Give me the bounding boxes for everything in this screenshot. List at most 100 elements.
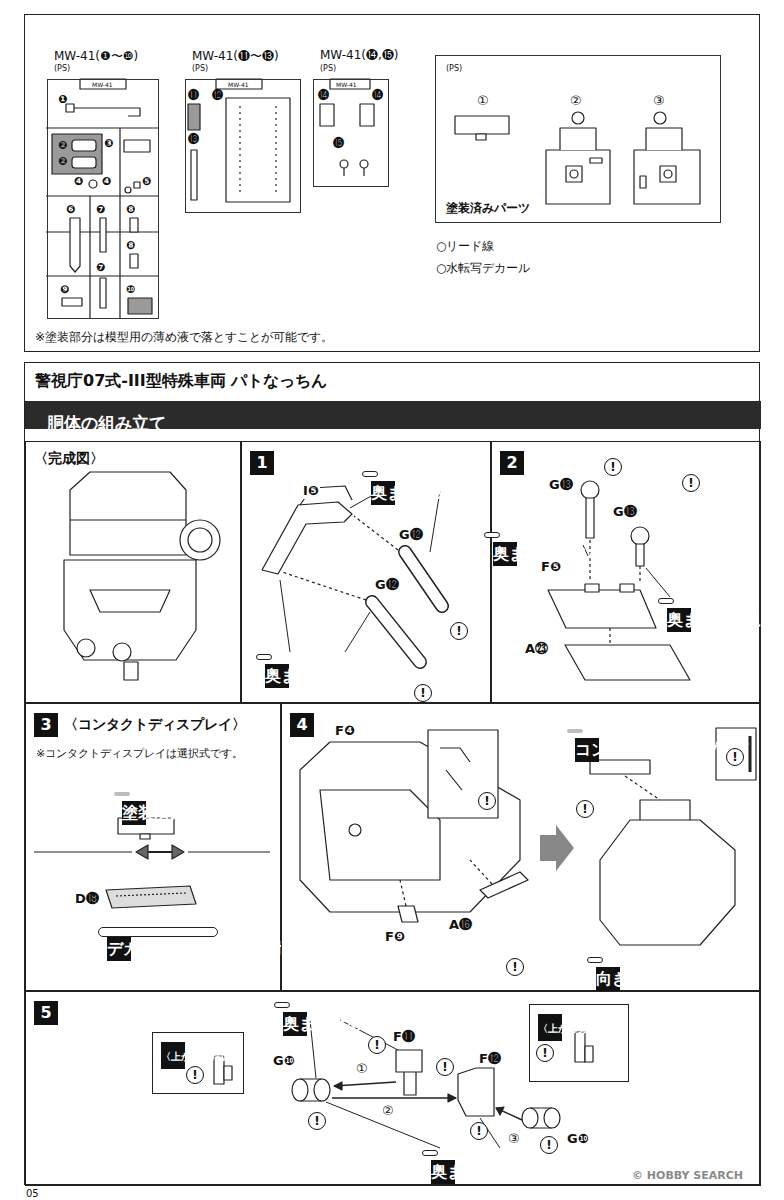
- part-number: ❻: [66, 204, 75, 217]
- node-heading: 塗装済みパーツ①: [122, 801, 146, 825]
- completed-panel: 〈完成図〉: [25, 441, 241, 703]
- part-number: ⓮: [318, 90, 329, 103]
- node-heading: 警視庁07式-III型特殊車両 パトなっちん: [35, 371, 327, 392]
- runner-tag: MW-41: [228, 82, 249, 89]
- part-number: ⓮: [372, 90, 383, 103]
- part-callout: A⓰: [448, 918, 473, 933]
- node-heading: 奥まではめこむ: [431, 1160, 455, 1184]
- part-callout: F⓫: [392, 1030, 416, 1045]
- step-panel: 4 コンタクトディスプレイ向きを変える: [281, 703, 761, 991]
- part-number: ❸: [104, 138, 113, 151]
- parts-list-frame: ※塗装部分は模型用の薄め液で落とすことが可能です。MW-41(❶〜❿)(PS)M…: [24, 14, 760, 352]
- node-heading: 向きを変える: [596, 967, 620, 991]
- part-callout: G⓬: [374, 578, 400, 593]
- part-callout: I❺: [302, 484, 320, 499]
- circled-number: ②: [382, 1104, 394, 1119]
- part-callout: G⓭: [548, 478, 574, 493]
- caution-mark: !: [682, 474, 700, 492]
- part-number: ❼: [96, 204, 105, 217]
- part-number: ⓬: [212, 90, 223, 103]
- part-number: ⓫: [188, 90, 199, 103]
- caution-mark: !: [436, 1058, 454, 1076]
- runner-frame: MW-41(⓫〜⓭)(PS): [185, 79, 301, 213]
- callout-bubble: 奥まではめこむ: [422, 1150, 438, 1156]
- caution-mark: !: [478, 792, 496, 810]
- step2-figure: [548, 481, 690, 680]
- part-number: ❹: [74, 176, 83, 189]
- part-callout: F⓬: [478, 1052, 502, 1067]
- node-heading: 奥まではめこむ: [667, 608, 691, 632]
- section-band: 胴体の組み立て: [25, 401, 761, 429]
- painted-part-tag: 塗装済みパーツ①: [114, 792, 130, 796]
- watermark: © HOBBY SEARCH: [632, 1170, 743, 1183]
- node-heading: 5: [34, 1001, 58, 1025]
- node-text: (PS): [54, 64, 70, 73]
- node-heading: 4: [290, 713, 314, 737]
- part-callout: A㉓: [524, 642, 549, 657]
- circled-number: ①: [356, 1062, 368, 1077]
- runner-parts: [46, 79, 374, 318]
- part-number: ❷: [58, 156, 67, 169]
- node-heading: 奥まではめこむ: [493, 542, 517, 566]
- node-heading: 〈上から見た図〉: [538, 1014, 562, 1041]
- part-name-tag: コンタクトディスプレイ: [567, 729, 583, 733]
- part-number: ❿: [126, 284, 135, 297]
- part-callout: F❾: [384, 930, 406, 945]
- caution-mark: !: [506, 958, 524, 976]
- caution-mark: !: [186, 1066, 204, 1084]
- caution-mark: !: [536, 1044, 554, 1062]
- completed-figure: [64, 472, 220, 680]
- callout-bubble: 奥まではめこむ: [256, 654, 272, 660]
- page-number: 05: [26, 1188, 39, 1200]
- step1-figure: [262, 486, 442, 662]
- detail-inset: 〈上から見た図〉: [152, 1032, 244, 1094]
- instruction-frame: 警視庁07式-III型特殊車両 パトなっちん胴体の組み立て〈完成図〉1奥まではめ…: [24, 362, 760, 1185]
- painted-parts: [455, 112, 700, 204]
- caution-mark: !: [308, 1112, 326, 1130]
- caution-mark: !: [604, 458, 622, 476]
- runner-tag: MW-41: [92, 82, 113, 89]
- part-callout: D⓲: [74, 892, 100, 907]
- circled-number: ②: [570, 94, 582, 109]
- note-text: ○リード線: [436, 240, 494, 254]
- callout-bubble: 奥まではめこむ: [658, 598, 674, 604]
- step3-figure: [34, 818, 270, 908]
- step-panel: 5〈上から見た図〉奥まではめこむ〈上から見た図〉奥まではめこむ: [25, 991, 761, 1186]
- step-panel: 1奥まではめこむ奥まではめこむ: [241, 441, 491, 703]
- node-heading: 奥まではめこむ: [371, 481, 395, 505]
- circled-number: ③: [653, 94, 665, 109]
- node-heading: 2: [500, 451, 524, 475]
- part-callout: F❺: [540, 560, 562, 575]
- circled-number: ①: [477, 94, 489, 109]
- node-text: ※コンタクトディスプレイは選択式です。: [36, 746, 243, 761]
- part-number: ⓯: [333, 138, 344, 151]
- node-text: 〈コンタクトディスプレイ〉: [64, 716, 246, 734]
- node-text: (PS): [192, 64, 208, 73]
- part-number: ⓭: [188, 134, 199, 147]
- caution-mark: !: [540, 1136, 558, 1154]
- painted-parts-box: 塗装済みパーツ(PS): [435, 55, 721, 223]
- callout-bubble: 奥まではめこむ: [274, 1002, 290, 1008]
- node-heading: ※塗装部分は模型用の薄め液で落とすことが可能です。: [35, 329, 333, 346]
- node-heading: 3: [34, 713, 58, 737]
- node-text: (PS): [446, 64, 710, 73]
- node-heading: 胴体の組み立て: [35, 409, 166, 437]
- circled-number: ③: [508, 1132, 520, 1147]
- callout-bubble: 奥まではめこむ: [484, 532, 500, 538]
- part-number: ❷: [58, 140, 67, 153]
- part-callout: G⓭: [612, 505, 638, 520]
- part-number: ❺: [142, 176, 151, 189]
- step-panel: 2奥まではめこむ奥まではめこむ: [491, 441, 761, 703]
- callout-bubble: 奥まではめこむ: [362, 471, 378, 477]
- caution-mark: !: [470, 1122, 488, 1140]
- node-heading: 〈上から見た図〉: [161, 1042, 185, 1069]
- caution-mark: !: [726, 748, 744, 766]
- caution-mark: !: [368, 1036, 386, 1054]
- runner-tag: MW-41: [336, 82, 357, 89]
- note-box: 向きを変える: [587, 957, 603, 963]
- caution-mark: !: [576, 800, 594, 818]
- part-callout: G❿: [272, 1054, 296, 1069]
- node-heading: コンタクトディスプレイ: [575, 738, 599, 762]
- note-text: ○水転写デカール: [436, 262, 530, 276]
